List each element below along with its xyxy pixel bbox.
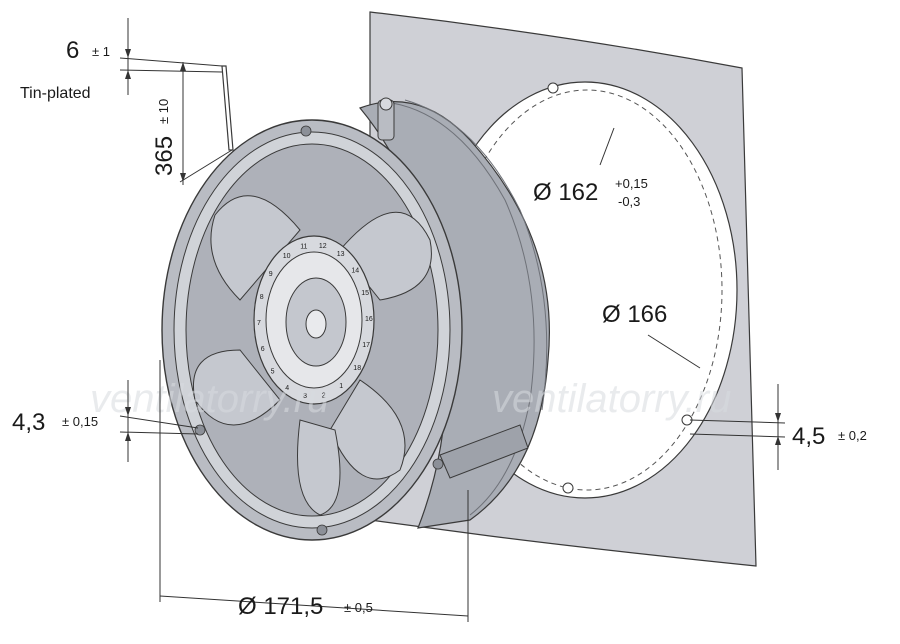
hub-scale-number: 4: [285, 385, 289, 392]
dim-bolt-circle: Ø 162 +0,15 -0,3: [533, 176, 648, 209]
watermark-right: ventilatorry.ru: [492, 377, 731, 421]
dim-cutout: Ø 166: [602, 301, 667, 328]
dim-lead-length: 365 ± 10: [151, 99, 178, 176]
hub-scale-number: 7: [257, 320, 261, 327]
hub-scale-number: 2: [322, 393, 326, 400]
svg-text:± 0,2: ± 0,2: [838, 428, 867, 443]
dimension-lines: [119, 18, 786, 622]
svg-text:Ø 171,5: Ø 171,5: [238, 593, 323, 620]
svg-text:± 0,15: ± 0,15: [62, 414, 98, 429]
hub-scale-number: 15: [361, 290, 369, 297]
hub-scale-number: 1: [339, 383, 343, 390]
dim-lead-offset: 6 ± 1 Tin-plated: [20, 37, 110, 102]
dim-hole-left: 4,3 ± 0,15: [12, 409, 98, 436]
svg-text:Tin-plated: Tin-plated: [20, 85, 91, 102]
watermark-left: ventilatorry.ru: [90, 377, 329, 421]
hub-scale-number: 3: [303, 393, 307, 400]
hub-scale-number: 13: [337, 251, 345, 258]
svg-text:+0,15: +0,15: [615, 176, 648, 191]
hub-scale-number: 16: [365, 316, 373, 323]
svg-text:6: 6: [66, 37, 79, 64]
hub-scale-number: 17: [362, 342, 370, 349]
svg-text:Ø 162: Ø 162: [533, 179, 598, 206]
svg-text:4,3: 4,3: [12, 409, 45, 436]
svg-text:365: 365: [151, 136, 178, 176]
hub-scale-number: 8: [260, 294, 264, 301]
svg-text:± 0,5: ± 0,5: [344, 600, 373, 615]
hub-scale-number: 18: [353, 365, 361, 372]
panel-holes: [547, 82, 693, 494]
svg-text:± 10: ± 10: [156, 99, 171, 124]
hub-scale-number: 6: [261, 346, 265, 353]
hub-scale-number: 12: [319, 243, 327, 250]
lead-wire: [221, 65, 234, 151]
hub-scale-number: 14: [351, 268, 359, 275]
hub-scale-number: 11: [300, 244, 307, 251]
hub-scale-number: 5: [271, 368, 275, 375]
dim-hole-right: 4,5 ± 0,2: [792, 423, 867, 450]
dim-fan-diameter: Ø 171,5 ± 0,5: [238, 593, 373, 620]
hub-scale-number: 10: [283, 253, 291, 260]
svg-text:4,5: 4,5: [792, 423, 825, 450]
svg-text:Ø 166: Ø 166: [602, 301, 667, 328]
svg-text:± 1: ± 1: [92, 44, 110, 59]
bolt-circle: [451, 89, 723, 491]
dimension-arrows: [125, 49, 781, 445]
svg-text:-0,3: -0,3: [618, 194, 640, 209]
hub-scale-number: 9: [269, 271, 273, 278]
fan-front: [161, 119, 463, 541]
